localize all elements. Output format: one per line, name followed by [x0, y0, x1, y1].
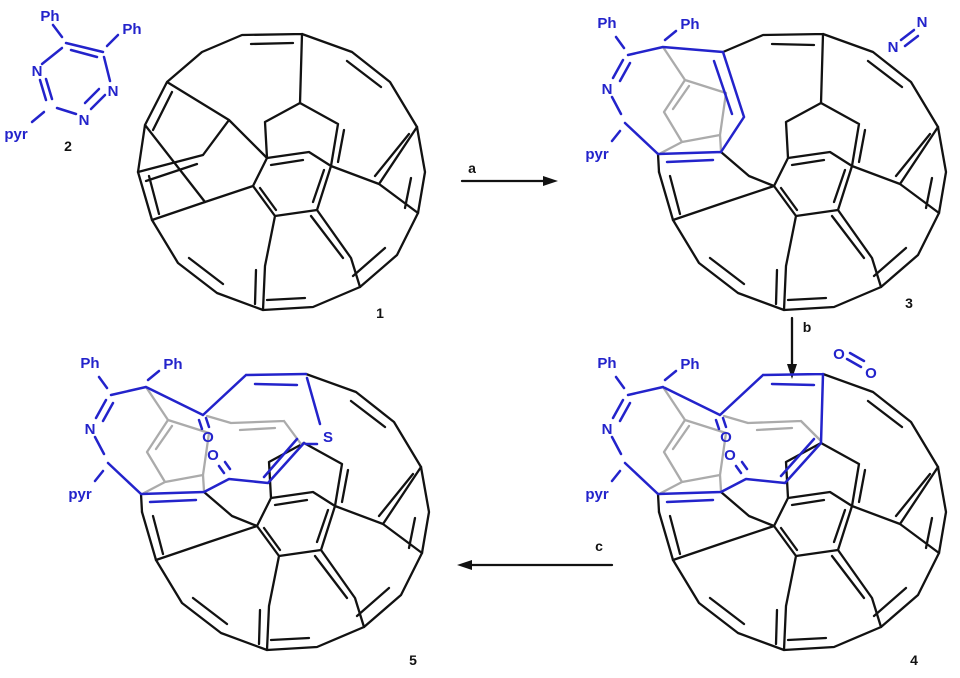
c3-ph-left-label: Ph [597, 15, 616, 32]
arrow-c: c [457, 538, 614, 570]
triazine-n-left-label: N [32, 63, 43, 80]
c5-pyr-label: pyr [68, 486, 92, 503]
arrow-a-label: a [468, 160, 476, 176]
c3-pyr-label: pyr [585, 146, 609, 163]
cage-4-open-rim-gray [659, 385, 823, 495]
n2-left-label: N [888, 39, 899, 56]
compound-5-number: 5 [409, 652, 417, 668]
compound-2-number: 2 [64, 138, 72, 154]
triazine-pyr-label: pyr [4, 126, 28, 143]
compound-3-number: 3 [905, 295, 913, 311]
n2-double-bond [899, 28, 920, 48]
c5-ph-right-label: Ph [163, 356, 182, 373]
fullerene-structure-1: 1 [138, 34, 425, 321]
arrow-b-label: b [803, 319, 812, 335]
arrow-a-head-icon [543, 176, 558, 186]
c5-o-bottom-label: O [207, 447, 219, 464]
triazine-n-right-label: N [108, 83, 119, 100]
compound-1-number: 1 [376, 305, 384, 321]
o2-right-label: O [865, 365, 877, 382]
c5-o-top-label: O [202, 429, 214, 446]
addend-ring-3 [610, 29, 746, 164]
cage-3-open-rim-gray [659, 45, 728, 155]
cage-5-open-rim-gray [142, 385, 303, 495]
fullerene-cage-3 [657, 32, 948, 312]
c4-o-bottom-label: O [724, 447, 736, 464]
dinitrogen-molecule: N N [888, 14, 928, 56]
c4-o-top-label: O [720, 429, 732, 446]
c4-n-label: N [602, 421, 613, 438]
cage-3-black-patches [656, 32, 825, 188]
addend-ring-4 [610, 369, 825, 504]
n2-right-label: N [917, 14, 928, 31]
arrow-b-head-icon [787, 364, 797, 379]
o2-left-label: O [833, 346, 845, 363]
arrow-a: a [460, 160, 558, 186]
fullerene-structure-5: Ph Ph N pyr O O S 5 [68, 355, 431, 668]
fullerene-structure-3: Ph Ph N pyr N N 3 [585, 14, 948, 312]
fullerene-cage-4 [657, 372, 948, 652]
arrow-c-head-icon [457, 560, 472, 570]
triazine-ph-right-label: Ph [122, 21, 141, 38]
fullerene-structure-4: Ph Ph N pyr O O 4 [585, 355, 948, 668]
cage-4-black-patches [656, 490, 776, 528]
c5-ph-left-label: Ph [80, 355, 99, 372]
c5-n-label: N [85, 421, 96, 438]
triazine-bonds [30, 23, 120, 124]
c5-s-label: S [323, 429, 333, 446]
triazine-structure-2: Ph Ph N N N pyr 2 [4, 8, 141, 154]
arrow-b: b [787, 316, 812, 379]
oxygen-molecule: O O [833, 346, 877, 382]
c3-ph-right-label: Ph [680, 16, 699, 33]
fullerene-cage-1 [138, 34, 425, 310]
c4-pyr-label: pyr [585, 486, 609, 503]
o2-double-bond [845, 351, 866, 369]
fullerene-cage-5 [140, 372, 431, 652]
triazine-n-bottom-label: N [79, 112, 90, 129]
c4-ph-right-label: Ph [680, 356, 699, 373]
arrow-c-label: c [595, 538, 603, 554]
c3-n-label: N [602, 81, 613, 98]
cage-5-black-patches [139, 490, 259, 528]
compound-4-number: 4 [910, 652, 918, 668]
c4-ph-left-label: Ph [597, 355, 616, 372]
triazine-ph-top-label: Ph [40, 8, 59, 25]
addend-ring-5 [93, 369, 322, 504]
